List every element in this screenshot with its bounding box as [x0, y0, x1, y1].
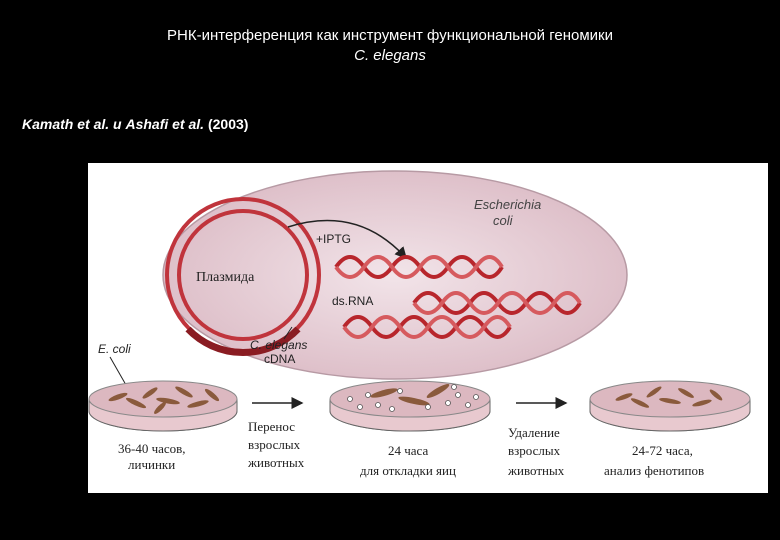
reference-line: Kamath et al. и Ashafi et al. (2003): [22, 116, 248, 132]
ecoli-pointer: [109, 356, 127, 386]
cdna-pointer: [283, 326, 293, 340]
ecoli-label: E. coli: [98, 342, 131, 356]
adult-worms-plate-2: [370, 384, 450, 406]
iptg-arrow: [287, 219, 408, 260]
transfer-caption-2: взрослых: [248, 437, 301, 452]
plate3-caption-1: 24-72 часа,: [632, 443, 693, 458]
title-line-2: C. elegans: [354, 47, 426, 64]
dsrna-helices: [334, 255, 582, 339]
rnai-feeding-diagram: Escherichia coli Плазмида +IPTG ds.RNA C…: [88, 170, 751, 478]
plasmid-inner-ring: [177, 209, 309, 341]
plasmid: Плазмида: [165, 197, 321, 356]
dsrna-label: ds.RNA: [332, 294, 373, 308]
transfer-caption-3: животных: [247, 455, 305, 470]
plasmid-label: Плазмида: [196, 270, 255, 285]
worms-plate-1: [108, 386, 220, 414]
removal-caption-3: животных: [507, 463, 565, 478]
diagram-panel: Escherichia coli Плазмида +IPTG ds.RNA C…: [88, 163, 768, 493]
plate2-caption-2: для откладки яиц: [360, 463, 456, 478]
removal-caption-2: взрослых: [508, 443, 561, 458]
reference-authors: Kamath et al. и Ashafi et al.: [22, 116, 205, 132]
petri-dish-3: [589, 380, 751, 432]
cdna-label-2: cDNA: [264, 352, 295, 366]
petri-dish-1: [88, 380, 238, 432]
plate1-caption-1: 36-40 часов,: [118, 441, 186, 456]
plate2-caption-1: 24 часа: [388, 443, 428, 458]
title-line-1: РНК-интерференция как инструмент функцио…: [167, 27, 613, 44]
plate1-caption-2: личинки: [128, 457, 175, 472]
cell-label-1: Escherichia: [474, 197, 541, 212]
iptg-label: +IPTG: [316, 232, 351, 246]
removal-caption-1: Удаление: [508, 425, 560, 440]
reference-year: (2003): [207, 116, 249, 132]
petri-dish-2: [329, 380, 491, 432]
cell-label-2: coli: [493, 213, 514, 228]
slide-title: РНК-интерференция как инструмент функцио…: [0, 26, 780, 66]
plasmid-insert: [185, 326, 301, 356]
eggs-plate-2: [347, 384, 479, 412]
worms-plate-3: [615, 386, 723, 408]
plate3-caption-2: анализ фенотипов: [604, 463, 704, 478]
transfer-caption-1: Перенос: [248, 419, 295, 434]
cdna-label-1: C. elegans: [250, 338, 307, 352]
